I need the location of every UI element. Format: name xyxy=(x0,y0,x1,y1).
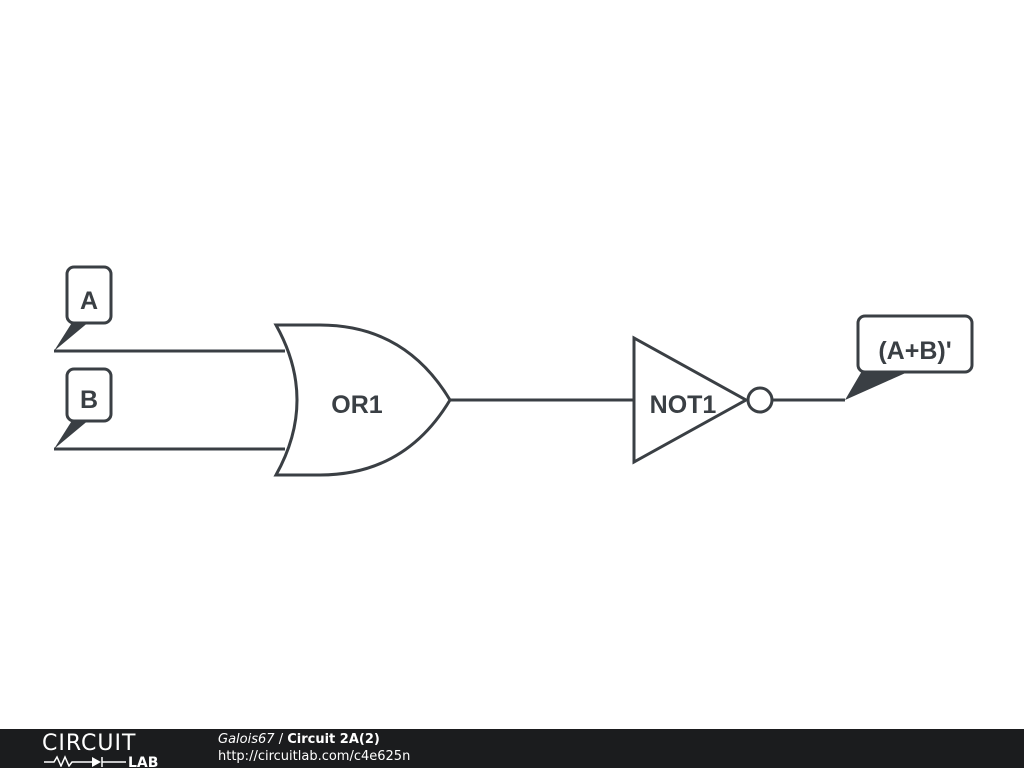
author-name[interactable]: Galois67 xyxy=(218,732,275,747)
resistor-icon xyxy=(44,755,92,767)
logo-text-top: CIRCUIT xyxy=(42,731,136,756)
circuit-title[interactable]: Circuit 2A(2) xyxy=(287,732,380,747)
circuit-canvas: A B OR1 NOT1 (A+B)' xyxy=(54,265,974,477)
footer-bar: CIRCUIT LAB Galois67 / Circuit 2A(2) htt… xyxy=(0,729,1024,768)
label-pointer xyxy=(54,419,90,449)
circuit-byline: Galois67 / Circuit 2A(2) xyxy=(218,731,410,748)
inversion-bubble xyxy=(746,386,774,414)
input-label-a[interactable]: A xyxy=(54,265,113,351)
or-gate[interactable]: OR1 xyxy=(273,323,452,477)
input-label-b[interactable]: B xyxy=(54,367,113,449)
logo-text-bottom: LAB xyxy=(128,755,158,767)
not-gate-body xyxy=(632,335,750,465)
circuit-url[interactable]: http://circuitlab.com/c4e625n xyxy=(218,749,411,764)
label-pointer xyxy=(845,371,910,400)
byline-separator: / xyxy=(278,732,284,747)
input-label-a-text: A xyxy=(80,287,98,315)
circuitlab-logo[interactable]: CIRCUIT LAB xyxy=(42,731,182,767)
diode-icon xyxy=(92,757,101,767)
or-gate-label: OR1 xyxy=(331,391,383,419)
not-gate-label: NOT1 xyxy=(650,391,717,419)
circuit-meta: Galois67 / Circuit 2A(2) http://circuitl… xyxy=(218,731,410,765)
label-box xyxy=(856,314,974,374)
input-label-b-text: B xyxy=(80,386,98,414)
label-box xyxy=(65,265,113,325)
label-box xyxy=(65,367,113,423)
or-gate-body xyxy=(273,323,452,477)
output-label-text: (A+B)' xyxy=(878,337,951,365)
not-gate[interactable]: NOT1 xyxy=(632,335,774,465)
label-pointer xyxy=(54,321,90,351)
output-label[interactable]: (A+B)' xyxy=(845,314,974,400)
